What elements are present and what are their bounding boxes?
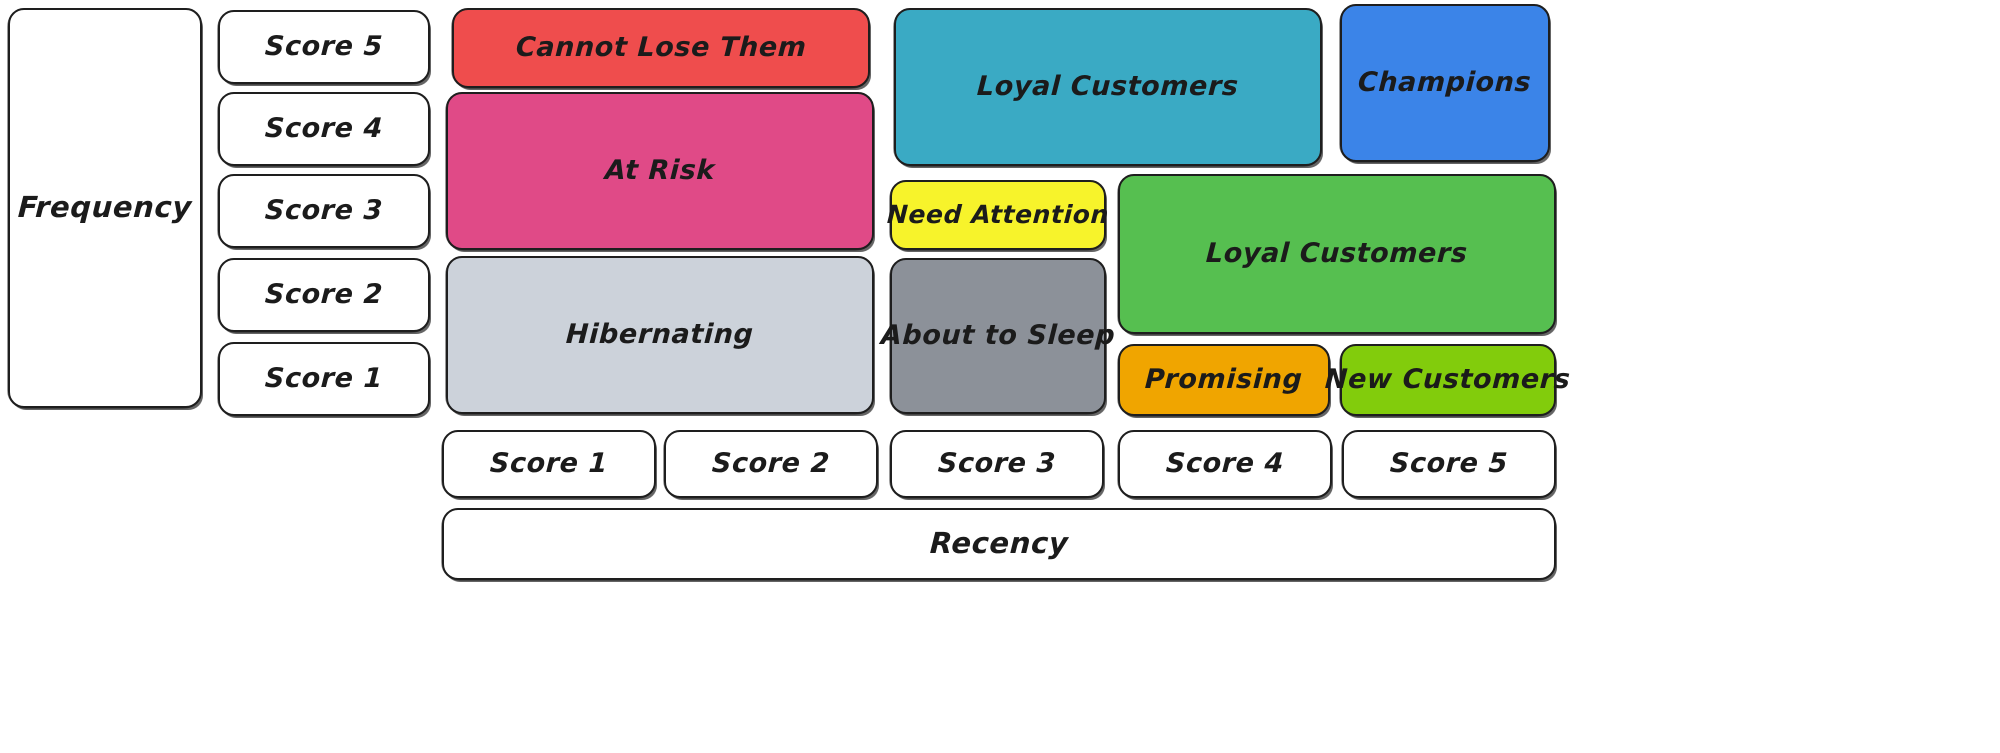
segment-loyal-customers-teal[interactable]: Loyal Customers [893, 8, 1322, 167]
frequency-score-1[interactable]: Score 1 [217, 342, 430, 417]
segment-about-to-sleep[interactable]: About to Sleep [880, 258, 1116, 415]
recency-axis-title: Recency [441, 508, 1556, 581]
segment-at-risk[interactable]: At Risk [445, 92, 874, 251]
frequency-score-1-label: Score 1 [264, 363, 384, 395]
segment-loyal-customers-green-label: Loyal Customers [1205, 238, 1469, 270]
recency-score-1-label: Score 1 [489, 448, 609, 480]
frequency-axis-title-label: Frequency [17, 190, 193, 225]
segment-hibernating-label: Hibernating [565, 319, 755, 351]
segment-champions[interactable]: Champions [1339, 4, 1550, 163]
recency-score-2-label: Score 2 [711, 448, 831, 480]
frequency-score-5[interactable]: Score 5 [217, 10, 430, 85]
segment-need-attention-label: Need Attention [886, 199, 1110, 229]
frequency-score-4[interactable]: Score 4 [217, 92, 430, 167]
recency-score-4[interactable]: Score 4 [1117, 430, 1332, 499]
frequency-score-4-label: Score 4 [264, 113, 384, 145]
frequency-score-2-label: Score 2 [264, 279, 384, 311]
frequency-score-5-label: Score 5 [264, 31, 384, 63]
segment-cannot-lose-them-label: Cannot Lose Them [514, 32, 808, 64]
segment-champions-label: Champions [1357, 67, 1533, 99]
segment-promising-label: Promising [1144, 364, 1304, 396]
frequency-score-3[interactable]: Score 3 [217, 174, 430, 249]
frequency-score-3-label: Score 3 [264, 195, 384, 227]
recency-score-3-label: Score 3 [937, 448, 1057, 480]
segment-loyal-customers-green[interactable]: Loyal Customers [1117, 174, 1556, 335]
recency-score-4-label: Score 4 [1165, 448, 1285, 480]
recency-score-3[interactable]: Score 3 [889, 430, 1104, 499]
segment-loyal-customers-teal-label: Loyal Customers [976, 71, 1240, 103]
recency-axis-title-label: Recency [928, 526, 1070, 561]
segment-promising[interactable]: Promising [1117, 344, 1330, 417]
frequency-axis-title: Frequency [7, 8, 202, 409]
segment-new-customers[interactable]: New Customers [1324, 344, 1572, 417]
recency-score-5[interactable]: Score 5 [1341, 430, 1556, 499]
recency-score-1[interactable]: Score 1 [441, 430, 656, 499]
segment-cannot-lose-them[interactable]: Cannot Lose Them [451, 8, 870, 89]
segment-at-risk-label: At Risk [604, 155, 716, 187]
segment-need-attention[interactable]: Need Attention [886, 180, 1110, 251]
recency-score-5-label: Score 5 [1389, 448, 1509, 480]
segment-new-customers-label: New Customers [1324, 364, 1572, 396]
recency-score-2[interactable]: Score 2 [663, 430, 878, 499]
frequency-score-2[interactable]: Score 2 [217, 258, 430, 333]
segment-about-to-sleep-label: About to Sleep [880, 320, 1116, 352]
segment-hibernating[interactable]: Hibernating [445, 256, 874, 415]
